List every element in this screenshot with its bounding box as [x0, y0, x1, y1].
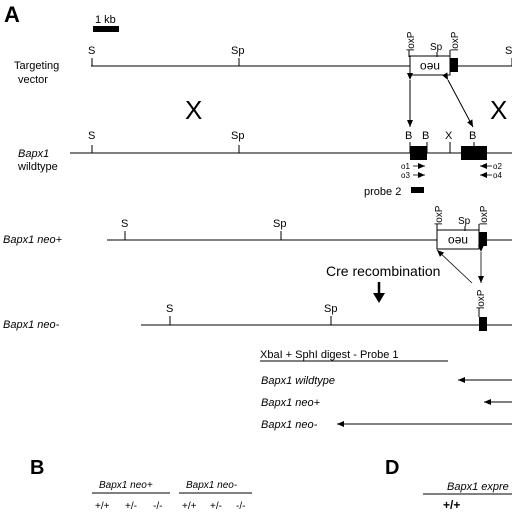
- site-sp: Sp: [458, 216, 471, 227]
- loxp-label: loxP: [434, 205, 445, 225]
- site-sp: Sp: [430, 42, 443, 53]
- site-sp: Sp: [324, 303, 337, 315]
- primer-o4: o4: [493, 171, 502, 180]
- genotype-label: +/-: [210, 501, 222, 512]
- genotype-label: +/-: [125, 501, 137, 512]
- site-sp: Sp: [231, 130, 244, 142]
- panel-b-label: B: [30, 457, 44, 479]
- exon-box: [479, 317, 487, 331]
- scale-bar: [93, 26, 119, 32]
- panel-b: B Bapx1 neo+ Bapx1 neo- +/+ +/- -/- +/+ …: [30, 457, 252, 512]
- panel-d-header: Bapx1 expre: [447, 481, 509, 493]
- site-b: B: [469, 130, 476, 142]
- genotype-label: +/+: [182, 501, 197, 512]
- loxp-label: loxP: [450, 31, 461, 51]
- panel-d-genotype: +/+: [443, 498, 460, 512]
- neo-plus-row: Bapx1 neo+ S Sp neo loxP Sp loxP: [3, 205, 512, 250]
- neo-minus-label: Bapx1 neo-: [3, 319, 60, 331]
- site-s: S: [88, 130, 95, 142]
- neo-label: neo: [448, 234, 468, 248]
- crossover-right: X: [490, 95, 507, 125]
- site-s: S: [88, 45, 95, 57]
- genotype-label: -/-: [236, 501, 245, 512]
- cre-label: Cre recombination: [326, 263, 440, 279]
- wildtype-row: Bapx1 wildtype S Sp B B X B: [17, 130, 512, 173]
- digest-title: XbaI + SphI digest - Probe 1: [260, 349, 399, 361]
- neo-label: neo: [420, 60, 440, 74]
- site-s: S: [121, 218, 128, 230]
- panel-b-neo-plus-header: Bapx1 neo+: [99, 480, 153, 491]
- genotype-label: -/-: [153, 501, 162, 512]
- digest-summary: XbaI + SphI digest - Probe 1 Bapx1 wildt…: [260, 349, 512, 431]
- primer-o2: o2: [493, 162, 502, 171]
- site-x: X: [445, 130, 453, 142]
- scale-bar-label: 1 kb: [95, 14, 116, 26]
- crossover-left: X: [185, 95, 202, 125]
- site-s: S: [505, 45, 512, 57]
- wildtype-label-line2: wildtype: [17, 161, 58, 173]
- primers: o1 o3 o2 o4: [401, 162, 502, 180]
- loxp-label: loxP: [476, 289, 487, 309]
- genotype-label: +/+: [95, 501, 110, 512]
- probe-label: probe 2: [364, 186, 401, 198]
- site-sp: Sp: [273, 218, 286, 230]
- exon-box: [450, 58, 458, 72]
- neo-minus-row: Bapx1 neo- S Sp loxP: [3, 289, 512, 331]
- site-b: B: [405, 130, 412, 142]
- panel-a-label: A: [4, 2, 20, 27]
- exon-box: [479, 232, 487, 246]
- exon-box: [410, 146, 427, 160]
- digest-wildtype-label: Bapx1 wildtype: [261, 375, 335, 387]
- panel-b-neo-minus-header: Bapx1 neo-: [186, 480, 238, 491]
- primer-o3: o3: [401, 171, 410, 180]
- loxp-label: loxP: [406, 31, 417, 51]
- panel-d-label: D: [385, 457, 399, 479]
- targeting-vector-row: Targeting vector S Sp neo loxP Sp loxP S: [14, 31, 512, 86]
- cre-arrow-left: [436, 249, 473, 284]
- primer-o1: o1: [401, 162, 410, 171]
- site-s: S: [166, 303, 173, 315]
- digest-neo-plus-label: Bapx1 neo+: [261, 397, 321, 409]
- homology-arrow-right: [442, 72, 474, 128]
- targeting-label-line2: vector: [18, 74, 48, 86]
- site-b: B: [422, 130, 429, 142]
- neo-plus-label: Bapx1 neo+: [3, 234, 63, 246]
- wildtype-label-line1: Bapx1: [18, 148, 49, 160]
- site-sp: Sp: [231, 45, 244, 57]
- targeting-label-line1: Targeting: [14, 60, 59, 72]
- loxp-label: loxP: [479, 205, 490, 225]
- panel-d: D Bapx1 expre +/+: [385, 457, 512, 512]
- digest-neo-minus-label: Bapx1 neo-: [261, 419, 318, 431]
- probe-bar: [411, 187, 424, 193]
